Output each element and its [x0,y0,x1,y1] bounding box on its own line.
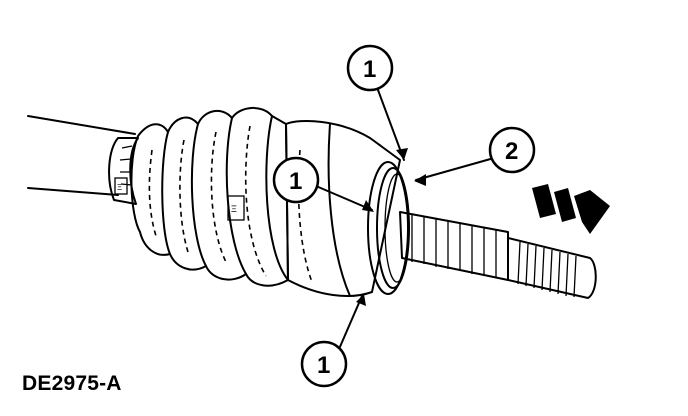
callout-2: 2 [488,126,536,174]
direction-arrow-icon [532,184,610,234]
figure-id-label: DE2975-A [22,372,122,395]
seal-ring [367,161,410,295]
callout-1-bottom-number: 1 [317,352,330,379]
callout-1-bottom: 1 [300,340,348,388]
svg-text:Ξ: Ξ [231,204,237,214]
callout-1-middle: 1 [272,156,320,204]
cv-housing: Ξ [227,119,401,297]
callout-1-top: 1 [346,44,394,92]
boot-clamp-small: Ξ [108,137,139,205]
leader-lines [315,89,495,357]
callout-2-number: 2 [505,138,518,165]
splined-stub-shaft [399,211,597,299]
axle-shaft [27,115,136,196]
svg-text:Ξ: Ξ [117,183,122,192]
callout-1-middle-number: 1 [289,168,302,195]
callout-1-top-number: 1 [363,56,376,83]
cv-boot-bellows [130,107,289,287]
